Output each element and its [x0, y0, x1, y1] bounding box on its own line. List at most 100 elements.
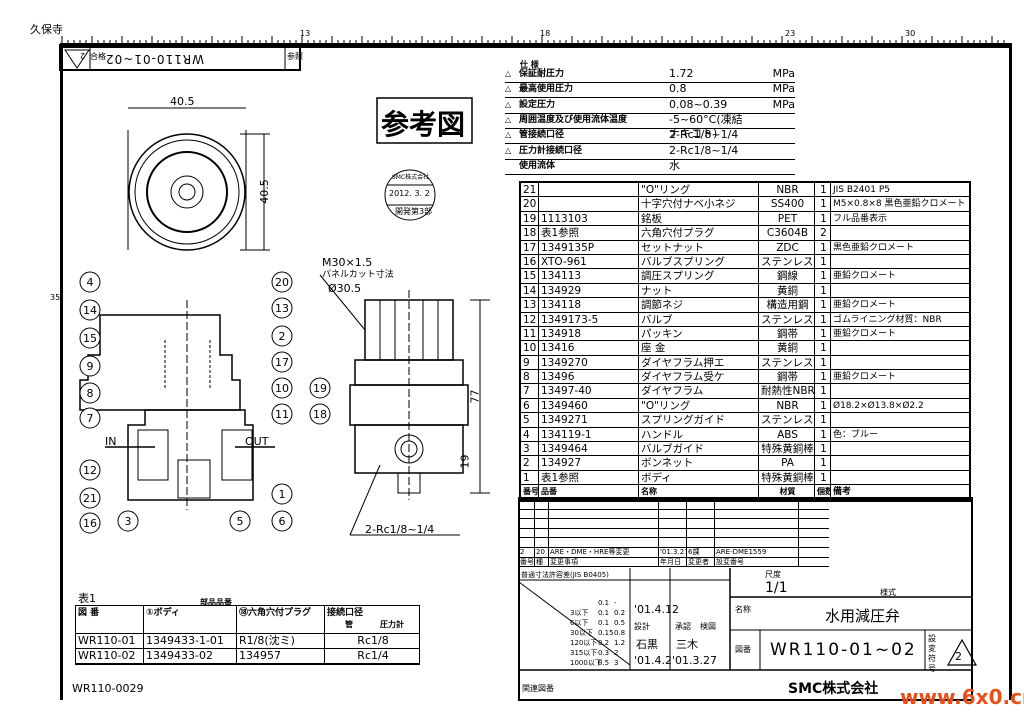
revision-cell: [715, 538, 799, 547]
dim-thread: M30×1.5: [322, 256, 373, 269]
spec-row: △周囲温度及び使用流体温度-5~60°C(凍結ナキコト): [505, 113, 795, 140]
spec-title: 仕 様: [520, 60, 539, 69]
spec-unit: MPa: [772, 82, 795, 96]
parts-cell: 134927: [539, 456, 639, 470]
parts-cell: 17: [521, 240, 539, 254]
dim-bottom: 19: [458, 454, 472, 469]
parts-cell: 1: [815, 341, 831, 355]
revision-cell: [519, 509, 535, 519]
parts-cell: セットナット: [639, 240, 759, 254]
callout-number: 12: [83, 464, 97, 477]
revision-cell: ARE-DME1559: [715, 548, 799, 557]
design-date: '01.4.12: [634, 603, 680, 616]
callout-number: 5: [237, 515, 244, 528]
table1-cell: WR110-02: [76, 649, 144, 663]
parts-cell: [831, 456, 969, 469]
parts-cell: [831, 471, 969, 484]
reference-drawing-stamp: 参考図: [381, 108, 466, 141]
parts-cell: 8: [521, 370, 539, 384]
spec-row: 使用流体水: [505, 159, 795, 175]
parts-cell: バルブスプリング: [639, 254, 759, 269]
parts-cell: パッキン: [639, 326, 759, 341]
parts-cell: 鋼帯: [759, 326, 815, 341]
revision-cell: [659, 509, 687, 519]
parts-cell: 亜鉛クロメート: [833, 328, 897, 339]
label-check: 検図: [700, 622, 716, 631]
parts-cell: [831, 226, 969, 239]
tolerance-cell: 0.1: [598, 609, 610, 617]
callout-balloon: [79, 487, 101, 509]
parts-cell: 10: [521, 341, 539, 355]
parts-cell: 調節ネジ: [639, 298, 759, 312]
parts-header-cell: 名称: [639, 485, 759, 499]
tolerance-cell: 120以下: [570, 639, 598, 647]
date-stamp-date: 2012. 3. 2: [389, 189, 430, 198]
parts-cell: 1: [815, 312, 831, 326]
table1-cell: R1/8(沈ミ): [237, 634, 325, 648]
parts-cell: 13: [521, 298, 539, 312]
revision-cell: [659, 519, 687, 528]
parts-cell: 2: [815, 226, 831, 240]
spec-value: 水: [669, 158, 680, 172]
footer-code: WR110-0029: [72, 682, 144, 695]
dim-panel-dia: Ø30.5: [328, 282, 362, 295]
parts-cell: 2: [521, 456, 539, 470]
parts-cell: 9: [521, 355, 539, 370]
revision-cell: [535, 528, 549, 538]
parts-header-row: 番号品番名称材質個数備考: [521, 485, 969, 500]
company-name: SMC株式会社: [788, 681, 879, 697]
revision-cell: [659, 500, 687, 509]
parts-cell: [831, 255, 969, 268]
parts-cell: 1: [815, 197, 831, 211]
parts-cell: 1349464: [539, 442, 639, 456]
dim-side-height: 77: [468, 389, 482, 404]
callout-number: 1: [279, 488, 286, 501]
parts-cell: 134929: [539, 283, 639, 298]
dim-height: 40.5: [257, 179, 271, 204]
parts-cell: ボディ: [639, 470, 759, 485]
revision-triangle-icon: △: [505, 99, 512, 109]
tolerance-cell: 1.2: [614, 639, 626, 647]
revision-row: [519, 519, 829, 529]
header-rev: 2: [80, 51, 86, 60]
parts-cell: 1: [521, 470, 539, 485]
designer: 石黒: [636, 638, 658, 651]
table1-cell: 134957: [237, 649, 325, 663]
callout-number: 6: [279, 515, 286, 528]
parts-cell: 20: [521, 197, 539, 211]
parts-cell: 134118: [539, 298, 639, 312]
table1-title: 表1: [78, 592, 96, 605]
tolerance-cell: 6以下: [570, 619, 589, 627]
revision-cell: 6課: [687, 548, 715, 557]
parts-header-cell: 品番: [539, 485, 639, 499]
spec-value: 0.08~0.39: [669, 97, 728, 111]
callout-number: 7: [87, 412, 94, 425]
callout-balloon: [79, 382, 101, 404]
parts-cell: ボンネット: [639, 456, 759, 470]
form-label: 様式: [880, 588, 896, 597]
spec-label: 圧力計接続口径: [519, 145, 583, 156]
callout-balloon: [271, 510, 293, 532]
drawing-frame: [60, 45, 1012, 700]
revision-cell: [535, 509, 549, 519]
table1-header-port: 接続口径: [327, 608, 364, 618]
callout-number: 17: [275, 356, 289, 369]
callout-balloon: [271, 351, 293, 373]
revision-row: [519, 509, 829, 520]
revision-cell: [549, 500, 659, 509]
parts-cell: 1: [815, 211, 831, 226]
parts-cell: フル品番表示: [833, 213, 888, 224]
parts-row: 51349271スプリングガイドステンレス鋼1: [521, 413, 969, 428]
parts-cell: ダイヤフラム: [639, 384, 759, 398]
revision-cell: [715, 500, 799, 509]
